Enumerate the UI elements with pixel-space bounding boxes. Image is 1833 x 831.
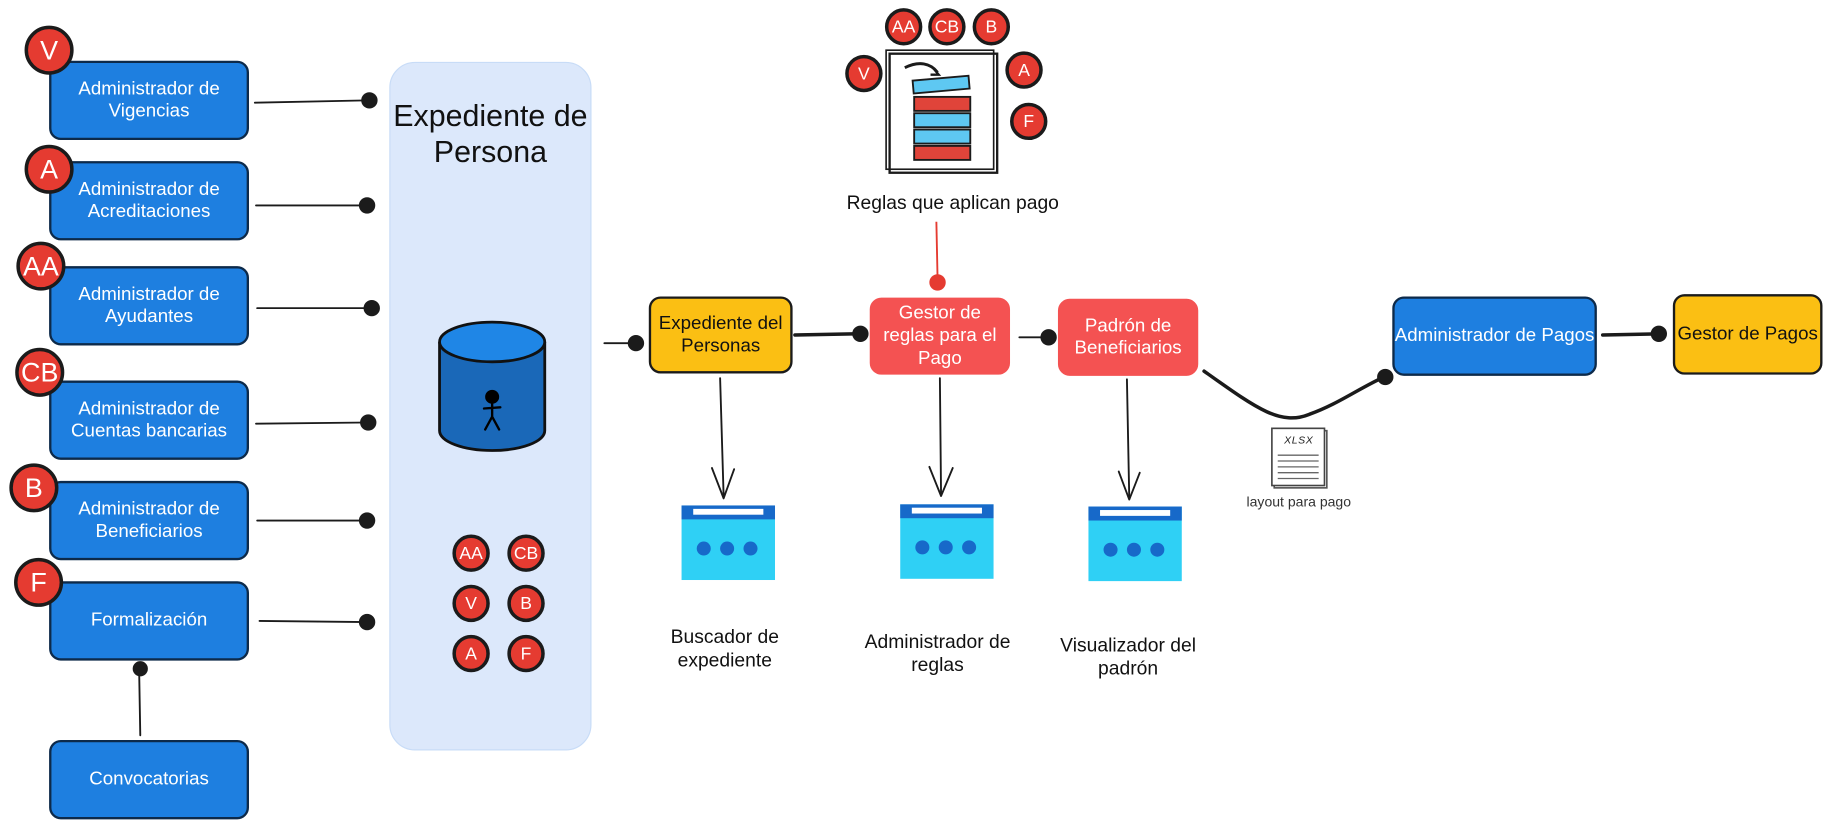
panel-badge-b: B <box>507 584 545 623</box>
rules-document-stack-icon <box>885 49 999 174</box>
admin-reglas-app-icon[interactable] <box>900 504 994 579</box>
administrador-vigencias-label: Administrador de Vigencias <box>78 79 220 122</box>
rules-badge-aa: AA <box>884 8 923 46</box>
padron-beneficiarios-box[interactable]: Padrón de Beneficiarios <box>1057 298 1199 376</box>
buscador-label: Buscador de expediente <box>670 626 779 672</box>
badge-a: A <box>24 144 74 194</box>
badge-cb: CB <box>15 347 65 397</box>
rules-badge-f: F <box>1010 102 1048 141</box>
panel-badge-v: V <box>452 584 490 623</box>
administrador-beneficiarios-box[interactable]: Administrador de Beneficiarios <box>49 480 249 561</box>
rules-badge-v: V <box>845 54 883 93</box>
gestor-pagos-label: Gestor de Pagos <box>1677 324 1818 345</box>
visualizador-app-icon[interactable] <box>1088 506 1182 582</box>
panel-badge-cb: CB <box>507 534 545 572</box>
convocatorias-box[interactable]: Convocatorias <box>49 739 249 820</box>
panel-badge-f: F <box>507 634 545 673</box>
administrador-acreditaciones-label: Administrador de Acreditaciones <box>78 179 220 222</box>
admin-reglas-label: Administrador de reglas <box>864 631 1011 676</box>
xlsx-caption: layout para pago <box>1246 493 1352 511</box>
rules-badge-cb: CB <box>928 8 966 46</box>
database-person-icon <box>438 320 547 452</box>
administrador-cuentas-bancarias-label: Administrador de Cuentas bancarias <box>71 398 228 442</box>
expediente-personas-box[interactable]: Expediente del Personas <box>648 296 793 374</box>
expediente-personas-label: Expediente del Personas <box>658 313 783 356</box>
visualizador-label: Visualizador del padrón <box>1060 634 1197 680</box>
gestor-pagos-box[interactable]: Gestor de Pagos <box>1672 294 1823 375</box>
rules-badge-b: B <box>972 8 1011 46</box>
xlsx-file-icon <box>1271 427 1328 489</box>
formalizacion-box[interactable]: Formalización <box>49 581 249 661</box>
administrador-cuentas-bancarias-box[interactable]: Administrador de Cuentas bancarias <box>49 380 249 460</box>
administrador-pagos-label: Administrador de Pagos <box>1394 326 1595 346</box>
padron-beneficiarios-label: Padrón de Beneficiarios <box>1074 316 1182 359</box>
buscador-app-icon[interactable] <box>681 505 776 581</box>
administrador-pagos-box[interactable]: Administrador de Pagos <box>1392 296 1597 376</box>
xlsx-file-ext: XLSX <box>1284 434 1314 446</box>
badge-f: F <box>14 557 64 607</box>
formalizacion-label: Formalización <box>90 610 208 631</box>
badge-v: V <box>24 25 74 75</box>
administrador-beneficiarios-label: Administrador de Beneficiarios <box>78 499 220 542</box>
administrador-vigencias-box[interactable]: Administrador de Vigencias <box>49 60 249 141</box>
convocatorias-label: Convocatorias <box>89 769 209 790</box>
gestor-reglas-box[interactable]: Gestor de reglas para el Pago <box>869 297 1011 375</box>
badge-b: B <box>9 463 59 513</box>
administrador-acreditaciones-box[interactable]: Administrador de Acreditaciones <box>49 161 249 241</box>
rules-badge-a: A <box>1005 51 1043 89</box>
panel-title: Expediente de Persona <box>393 98 588 169</box>
rules-caption: Reglas que aplican pago <box>846 192 1059 214</box>
badge-aa: AA <box>16 241 66 291</box>
panel-badge-a: A <box>452 634 490 673</box>
panel-badge-aa: AA <box>452 534 490 572</box>
gestor-reglas-label: Gestor de reglas para el Pago <box>883 303 997 369</box>
administrador-ayudantes-box[interactable]: Administrador de Ayudantes <box>49 266 249 346</box>
administrador-ayudantes-label: Administrador de Ayudantes <box>78 284 220 327</box>
